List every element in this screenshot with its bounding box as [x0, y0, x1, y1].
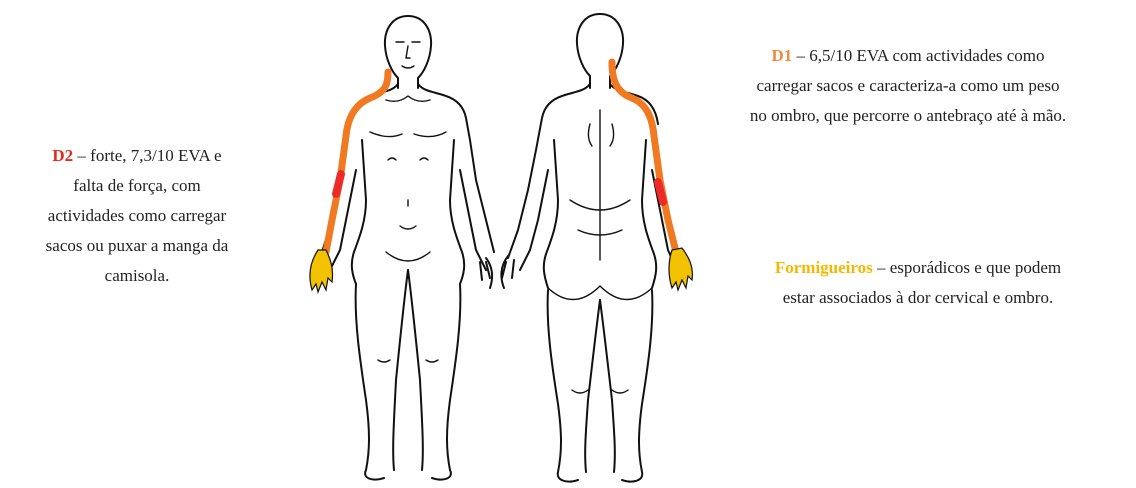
front-tingling-hand: [310, 250, 333, 292]
back-d2-spot: [658, 182, 663, 202]
human-body-back-icon: [501, 14, 676, 482]
front-d2-spot: [336, 174, 341, 194]
back-tingling-hand: [669, 248, 692, 290]
human-body-front-icon: [322, 16, 494, 480]
front-pain-markings: [310, 72, 388, 292]
front-d1-path: [326, 72, 388, 252]
